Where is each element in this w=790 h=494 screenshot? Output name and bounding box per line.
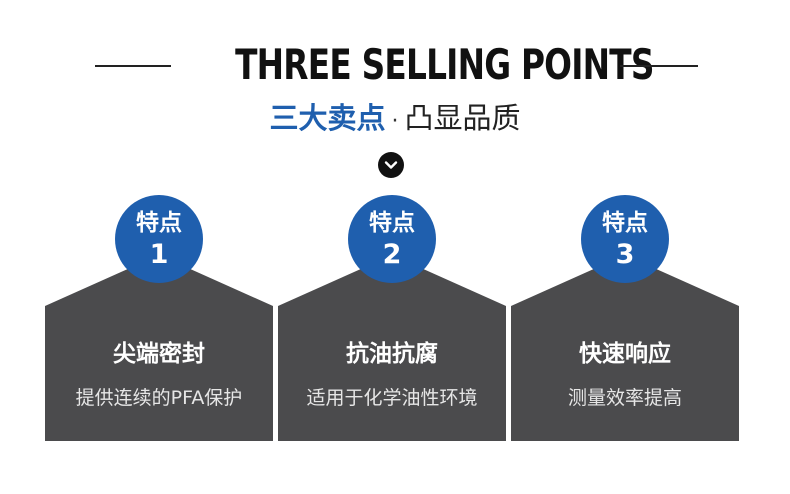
card-background	[278, 255, 506, 441]
badge-label: 特点	[602, 210, 648, 236]
title-row: THREE SELLING POINTS	[0, 38, 790, 92]
card-background	[511, 255, 739, 441]
subtitle-separator: ·	[391, 109, 399, 134]
feature-badge: 特点 2	[348, 195, 436, 283]
expand-button[interactable]	[378, 152, 404, 178]
card-description: 适用于化学油性环境	[306, 387, 478, 409]
card-title: 抗油抗腐	[346, 341, 438, 367]
subtitle: 三大卖点·凸显品质	[0, 98, 790, 138]
title-divider-left	[95, 65, 171, 67]
feature-badge: 特点 3	[581, 195, 669, 283]
badge-number: 1	[149, 239, 169, 270]
badge-number: 2	[382, 239, 402, 270]
card-title: 尖端密封	[113, 341, 205, 367]
chevron-down-icon	[384, 161, 398, 169]
selling-point-card-2: 特点 2 抗油抗腐 适用于化学油性环境	[278, 195, 506, 441]
card-description: 测量效率提高	[567, 387, 682, 409]
page-title: THREE SELLING POINTS	[235, 40, 654, 89]
title-divider-right	[620, 65, 698, 67]
card-title: 快速响应	[579, 341, 671, 367]
card-description: 提供连续的PFA保护	[75, 387, 243, 409]
subtitle-accent: 三大卖点	[269, 101, 386, 135]
badge-label: 特点	[136, 210, 182, 236]
badge-label: 特点	[369, 210, 415, 236]
card-background	[45, 255, 273, 441]
selling-point-card-3: 特点 3 快速响应 测量效率提高	[511, 195, 739, 441]
selling-point-card-1: 特点 1 尖端密封 提供连续的PFA保护	[45, 195, 273, 441]
badge-number: 3	[615, 239, 635, 270]
feature-badge: 特点 1	[115, 195, 203, 283]
subtitle-rest: 凸显品质	[404, 101, 521, 135]
